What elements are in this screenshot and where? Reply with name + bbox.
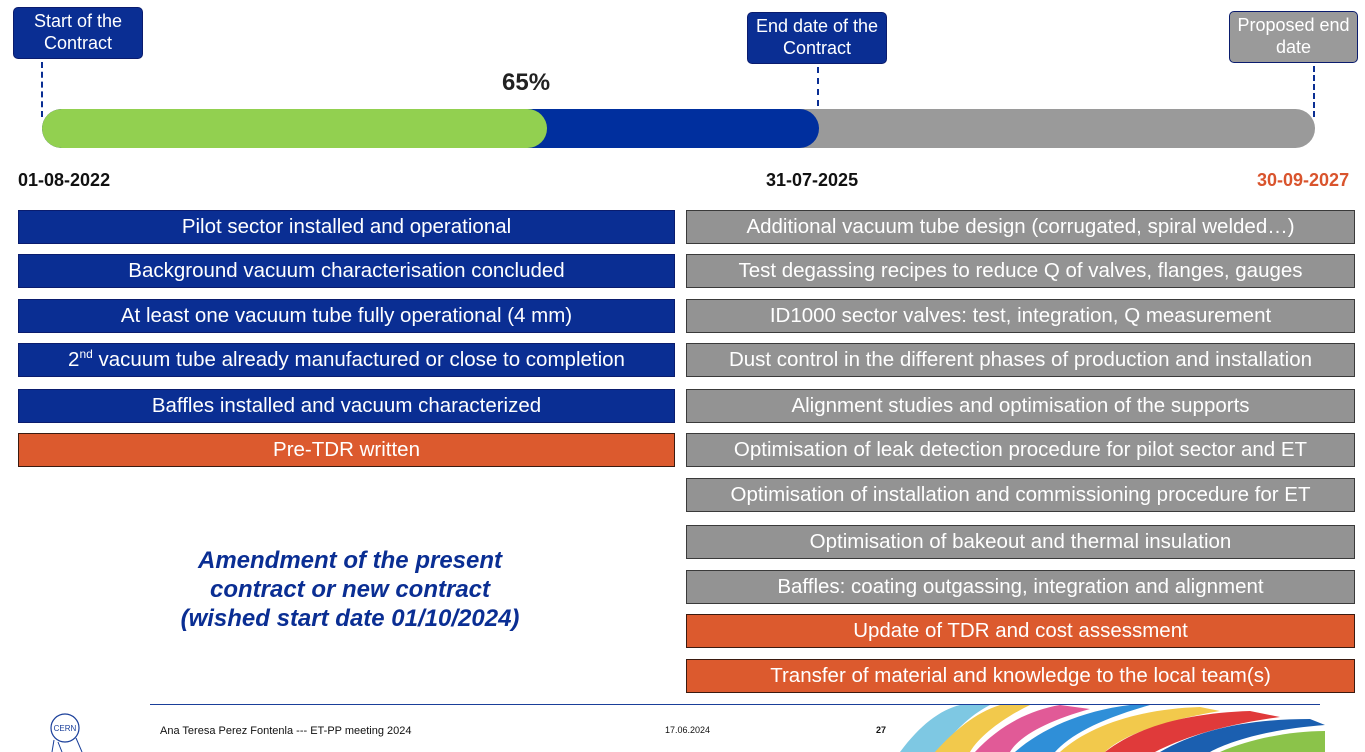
amendment-note: Amendment of the present contract or new… [100,546,600,633]
left-task: Pre-TDR written [18,433,675,467]
right-task: Optimisation of leak detection procedure… [686,433,1355,467]
left-task: Background vacuum characterisation concl… [18,254,675,288]
right-task-label: Transfer of material and knowledge to th… [770,664,1271,687]
decorative-swoosh-graphic [900,705,1325,752]
cern-logo-text: CERN [54,724,77,733]
right-task: Update of TDR and cost assessment [686,614,1355,648]
left-task-label: Pre-TDR written [273,438,420,461]
left-task: Pilot sector installed and operational [18,210,675,244]
amendment-line-3: (wished start date 01/10/2024) [180,605,520,632]
right-task: Optimisation of bakeout and thermal insu… [686,525,1355,559]
start-date: 01-08-2022 [18,170,111,190]
left-task: Baffles installed and vacuum characteriz… [18,389,675,423]
end-callout: End date of the Contract [747,12,887,64]
right-task: Transfer of material and knowledge to th… [686,659,1355,693]
right-task: Optimisation of installation and commiss… [686,478,1355,512]
cern-logo: CERN [50,713,83,752]
start-callout-label: Start of the Contract [33,11,123,53]
footer-date: 17.06.2024 [665,725,711,735]
left-task-label: At least one vacuum tube fully operation… [120,304,573,327]
progress-segment [42,109,547,148]
right-task-label: Baffles: coating outgassing, integration… [777,575,1264,598]
end-marker [817,67,819,117]
footer-divider [150,704,1320,705]
page-number: 27 [876,725,887,735]
left-task-label: Baffles installed and vacuum characteriz… [151,394,542,417]
right-task-label: Test degassing recipes to reduce Q of va… [738,259,1303,282]
right-task-label: Optimisation of installation and commiss… [730,483,1311,506]
right-task: Baffles: coating outgassing, integration… [686,570,1355,604]
right-task-label: Additional vacuum tube design (corrugate… [746,215,1295,238]
right-task-label: Alignment studies and optimisation of th… [791,394,1250,417]
right-task: Alignment studies and optimisation of th… [686,389,1355,423]
right-task-label: Dust control in the different phases of … [728,348,1313,371]
right-task: Additional vacuum tube design (corrugate… [686,210,1355,244]
left-task-label: Background vacuum characterisation concl… [128,259,565,282]
proposed-date: 30-09-2027 [1257,170,1350,190]
left-task: At least one vacuum tube fully operation… [18,299,675,333]
right-task: Test degassing recipes to reduce Q of va… [686,254,1355,288]
right-task-label: Optimisation of bakeout and thermal insu… [809,530,1232,553]
start-marker [41,62,43,117]
right-task-label: Optimisation of leak detection procedure… [733,438,1308,461]
end-callout-label: End date of the Contract [755,16,879,58]
proposed-marker [1313,66,1315,117]
left-task-label: Pilot sector installed and operational [181,215,512,238]
proposed-callout-label: Proposed end date [1237,15,1350,57]
footer-author: Ana Teresa Perez Fontenla --- ET-PP meet… [160,725,412,737]
right-task-label: Update of TDR and cost assessment [853,619,1188,642]
right-task: ID1000 sector valves: test, integration,… [686,299,1355,333]
proposed-callout: Proposed end date [1229,11,1358,63]
amendment-line-2: contract or new contract [209,576,491,603]
left-task: 2nd vacuum tube already manufactured or … [18,343,675,377]
amendment-line-1: Amendment of the present [197,547,503,574]
start-callout: Start of the Contract [13,7,143,59]
right-task: Dust control in the different phases of … [686,343,1355,377]
timeline-bar [42,109,1315,148]
left-task-label: vacuum tube already manufactured or clos… [92,348,625,371]
ordinal-suffix: nd [79,347,93,361]
progress-percentage: 65% [502,69,551,96]
end-date: 31-07-2025 [766,170,859,190]
left-task-label-prefix: 2 [68,348,80,371]
right-task-label: ID1000 sector valves: test, integration,… [769,304,1272,327]
